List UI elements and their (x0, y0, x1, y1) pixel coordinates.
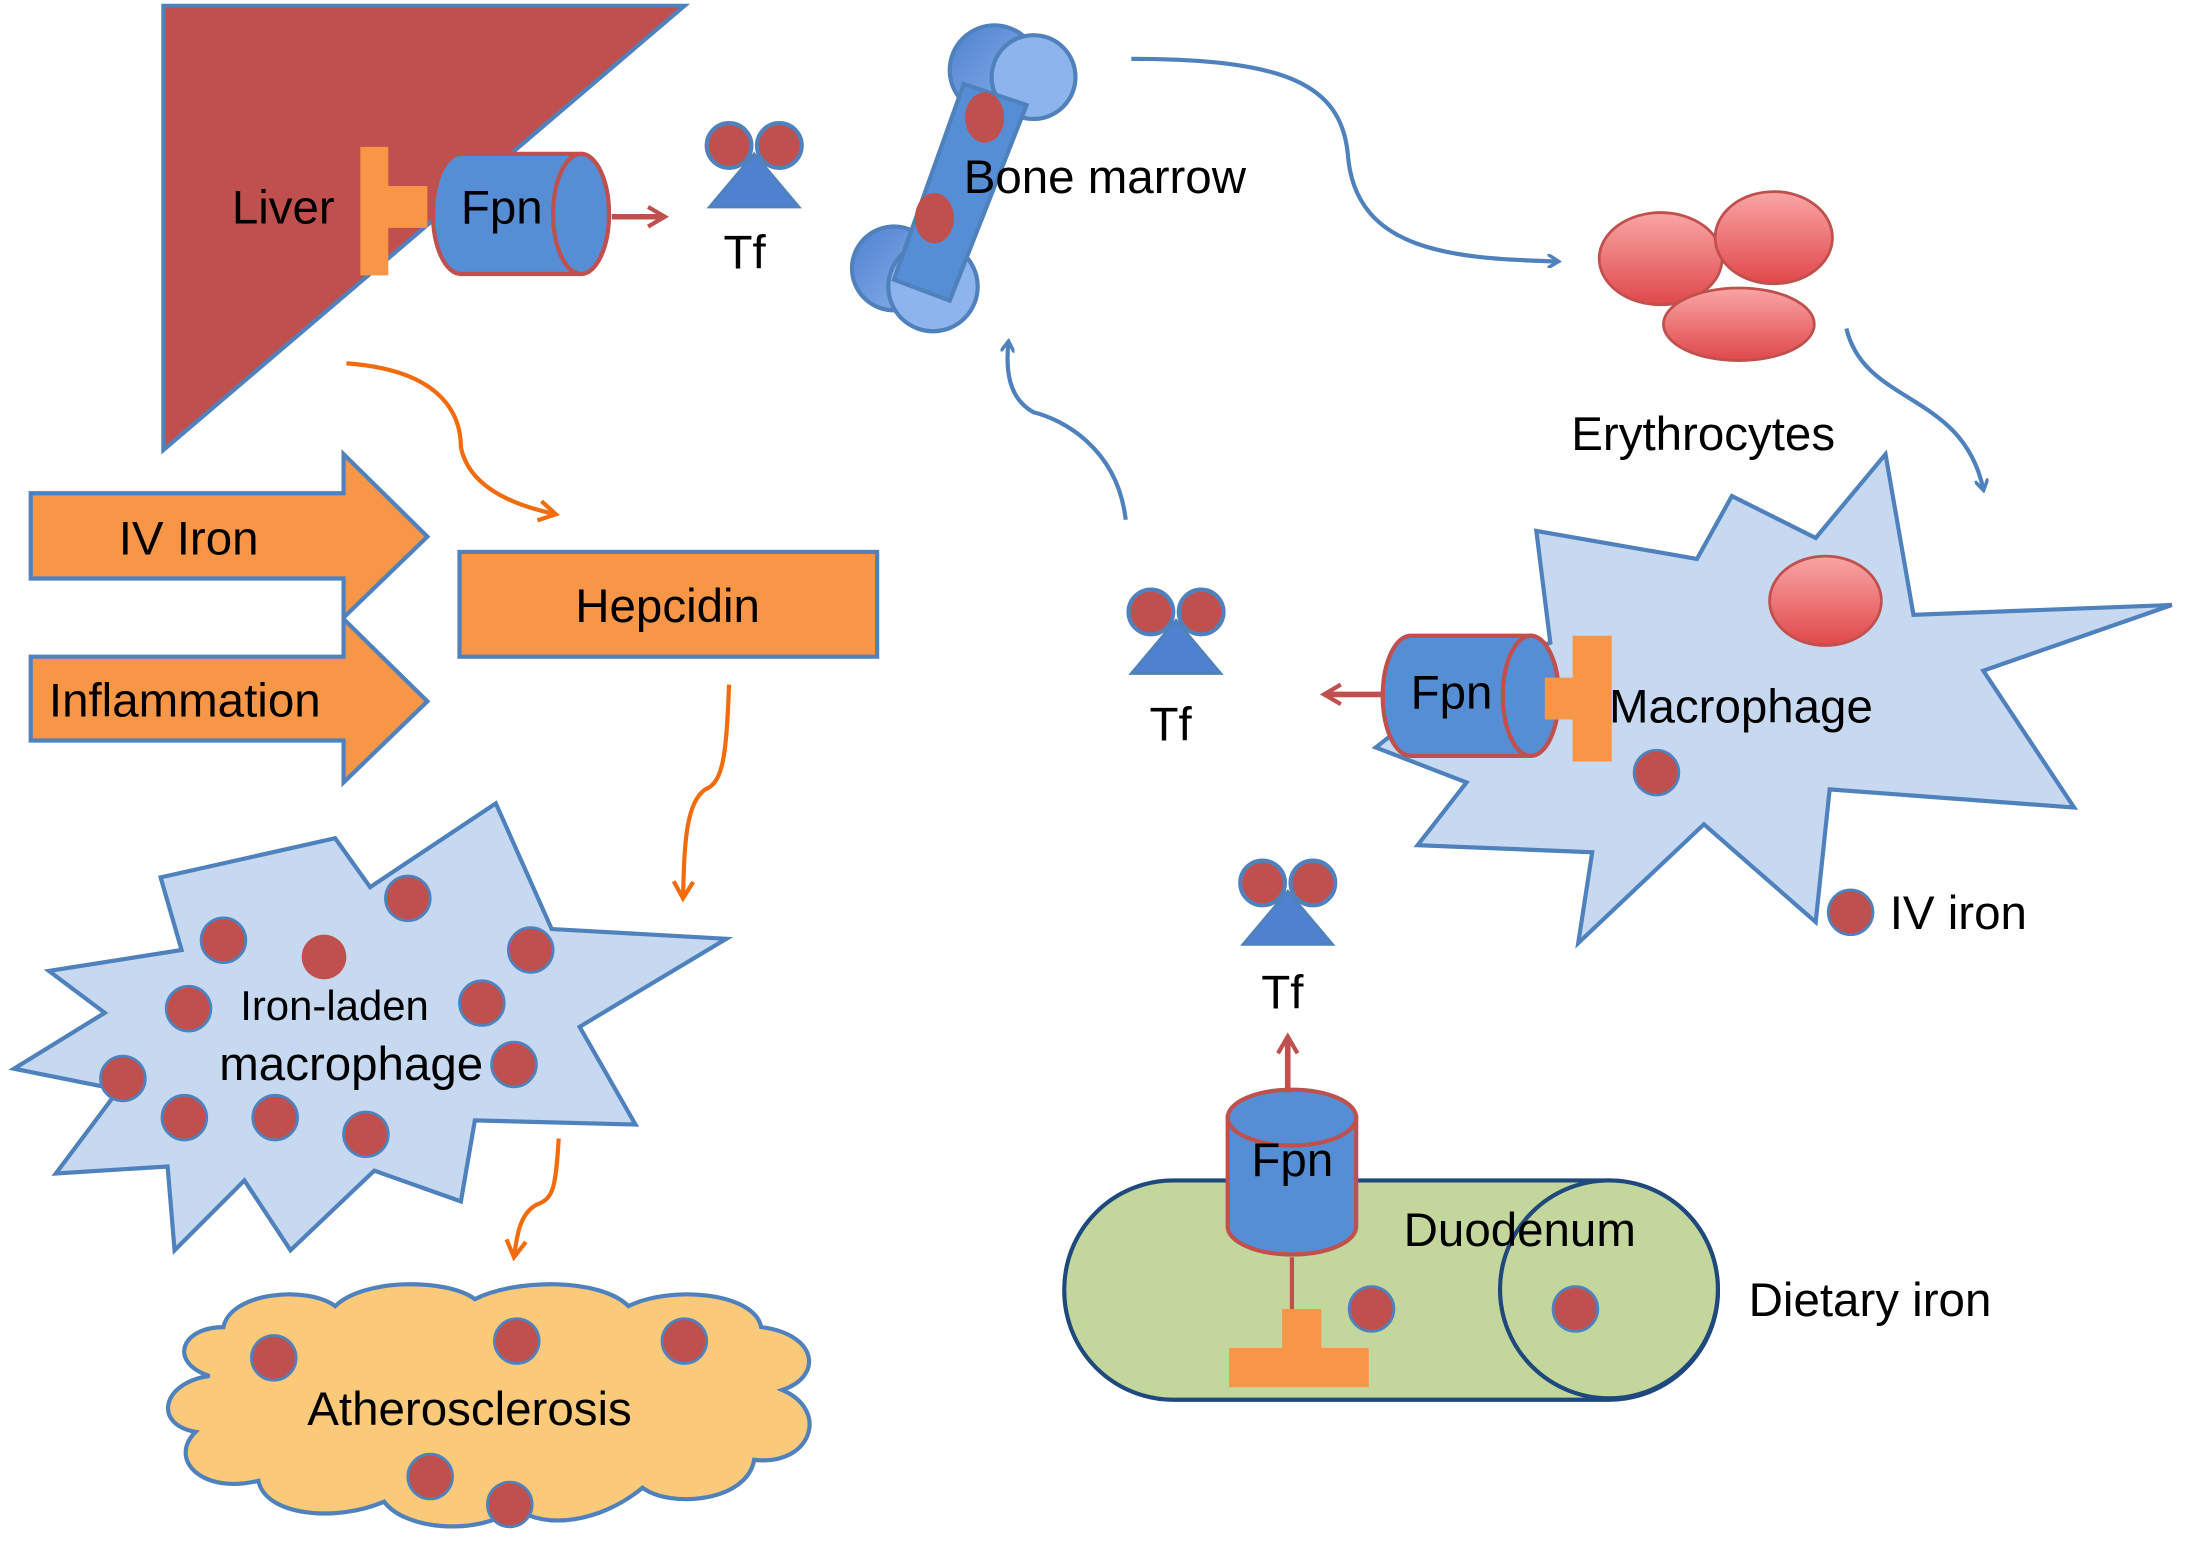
duodenum-label: Duodenum (1404, 1204, 1636, 1257)
hepcidin-receptor-macrophage (1544, 635, 1612, 762)
macrophage-shape (1371, 449, 2173, 949)
hepcidin-receptor-liver (360, 146, 428, 276)
fpn-macrophage: Fpn (1380, 633, 1561, 758)
fpn-macrophage-label: Fpn (1411, 666, 1493, 719)
bone-marrow-icon (849, 23, 1078, 334)
liver-label: Liver (232, 182, 335, 235)
transferrin-icon (1129, 590, 1224, 674)
iron-dot (1632, 748, 1681, 797)
hepcidin-to-macrophage-arrow (671, 684, 732, 903)
erythrocytes-label: Erythrocytes (1571, 408, 1835, 461)
hepcidin-label: Hepcidin (575, 580, 760, 633)
liver-to-hepcidin-arrow (346, 361, 560, 523)
macrophage-to-atherosclerosis-arrow (504, 1138, 561, 1262)
bone-to-erythrocytes-arrow (1131, 56, 1557, 262)
inflammation-arrow[interactable] (28, 613, 431, 788)
tf-label-2: Tf (1149, 698, 1192, 751)
duodenal-transporter (1229, 1308, 1369, 1388)
iv-iron-legend-label: IV iron (1890, 887, 2027, 940)
transferrin-icon (707, 123, 802, 207)
fpn-liver-label: Fpn (461, 182, 543, 235)
macrophage-label: Macrophage (1609, 680, 1873, 733)
transferrin-icon (1240, 861, 1335, 945)
fpn-liver: Fpn (430, 151, 612, 277)
iron-dot (1551, 1285, 1600, 1333)
iron-dots-atherosclerosis (250, 1317, 709, 1529)
iv-iron-legend-dot (1826, 888, 1875, 937)
dietary-iron-label: Dietary iron (1749, 1274, 1992, 1327)
atherosclerosis-cloud (166, 1282, 812, 1529)
tf-to-bone-arrow (1008, 342, 1128, 521)
tf-label-1: Tf (723, 226, 766, 279)
hepcidin-box[interactable] (457, 549, 880, 659)
fpn-duodenum-label: Fpn (1251, 1134, 1333, 1187)
iron-laden-label-2: macrophage (219, 1038, 483, 1091)
iv-iron-arrow-label: IV Iron (119, 513, 259, 566)
bone-marrow-label: Bone marrow (964, 151, 1247, 204)
iron-laden-label-1: Iron-laden (240, 982, 429, 1029)
inflammation-label: Inflammation (49, 675, 321, 728)
fpn-duodenum: Fpn (1225, 1087, 1359, 1257)
iv-iron-arrow[interactable] (28, 449, 431, 623)
iron-dots-macrophage (99, 874, 555, 1159)
atherosclerosis-label: Atherosclerosis (307, 1383, 631, 1436)
tf-label-3: Tf (1261, 967, 1304, 1020)
iron-dot (1347, 1285, 1396, 1333)
phagocytosed-erythrocyte (1768, 554, 1883, 647)
erythrocytes-to-macrophage-arrow (1844, 327, 1983, 489)
erythrocytes-icon (1597, 190, 1834, 362)
